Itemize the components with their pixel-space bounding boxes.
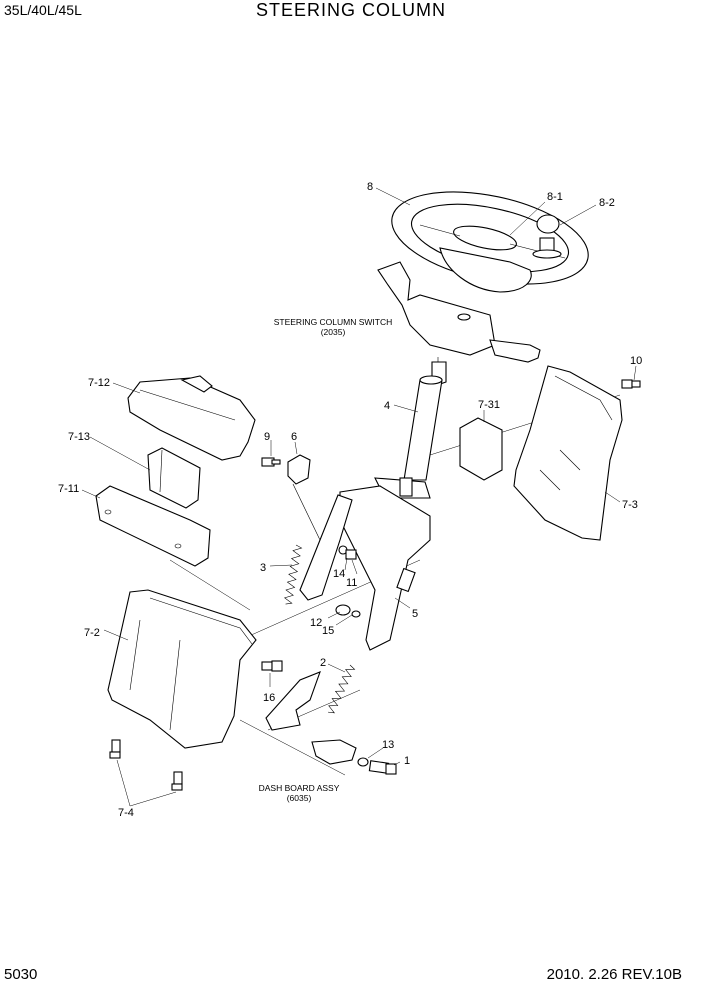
bolt-10 xyxy=(621,379,641,389)
spinner-knob xyxy=(532,214,562,259)
callout-8: 8 xyxy=(367,181,373,193)
model-label: 35L/40L/45L xyxy=(4,2,82,18)
page-number: 5030 xyxy=(4,966,38,983)
lock-lever xyxy=(287,454,321,541)
steering-column-switch xyxy=(377,261,541,372)
callout-labels: 8 8-1 8-2 10 7-12 4 7-31 7-13 9 6 7-11 7… xyxy=(58,181,642,819)
bolt-16 xyxy=(261,660,283,672)
leader-lines xyxy=(81,187,637,807)
callout-16: 16 xyxy=(263,692,275,704)
callout-8-2: 8-2 xyxy=(599,197,615,209)
steering-column-shaft xyxy=(374,361,447,499)
spring-3 xyxy=(283,544,303,605)
bracket-7-31 xyxy=(459,417,503,481)
dash-board-note: DASH BOARD ASSY xyxy=(259,783,340,793)
callout-15: 15 xyxy=(322,625,334,637)
steering-wheel xyxy=(391,191,589,293)
callout-3: 3 xyxy=(260,562,266,574)
page-title: STEERING COLUMN xyxy=(255,0,447,20)
column-bracket xyxy=(299,485,431,651)
reference-notes: STEERING COLUMN SWITCH (2035) DASH BOARD… xyxy=(259,317,393,803)
callout-8-1: 8-1 xyxy=(547,191,563,203)
callout-5: 5 xyxy=(412,608,418,620)
callout-9: 9 xyxy=(264,431,270,443)
washers-and-nuts xyxy=(335,545,369,767)
bolt-1 xyxy=(368,760,397,775)
callout-7-31: 7-31 xyxy=(478,399,500,411)
callout-4: 4 xyxy=(384,400,390,412)
callout-7-13: 7-13 xyxy=(68,431,90,443)
panel-7-3 xyxy=(513,365,623,541)
bracket-7-13 xyxy=(147,447,201,509)
dash-board-ref: (6035) xyxy=(287,793,312,803)
callout-1: 1 xyxy=(404,755,410,767)
callout-10: 10 xyxy=(630,355,642,367)
callout-7-3: 7-3 xyxy=(622,499,638,511)
callout-7-4: 7-4 xyxy=(118,807,134,819)
spring-2 xyxy=(327,664,356,714)
callout-2: 2 xyxy=(320,657,326,669)
callout-12: 12 xyxy=(310,617,322,629)
callout-14: 14 xyxy=(333,568,345,580)
callout-11: 11 xyxy=(346,577,357,589)
revision-date: 2010. 2.26 REV.10B xyxy=(546,966,682,983)
pedal-arm xyxy=(265,671,357,765)
screws-7-4 xyxy=(109,739,183,791)
callout-7-12: 7-12 xyxy=(88,377,110,389)
bolt-9 xyxy=(261,457,281,467)
cover-7-2 xyxy=(107,589,257,749)
steering-switch-ref: (2035) xyxy=(321,327,346,337)
callout-7-2: 7-2 xyxy=(84,627,100,639)
callout-13: 13 xyxy=(382,739,394,751)
callout-6: 6 xyxy=(291,431,297,443)
callout-7-11: 7-11 xyxy=(58,483,79,495)
cover-7-11 xyxy=(95,485,211,567)
steering-switch-note: STEERING COLUMN SWITCH xyxy=(274,317,393,327)
cover-7-12 xyxy=(127,375,256,461)
